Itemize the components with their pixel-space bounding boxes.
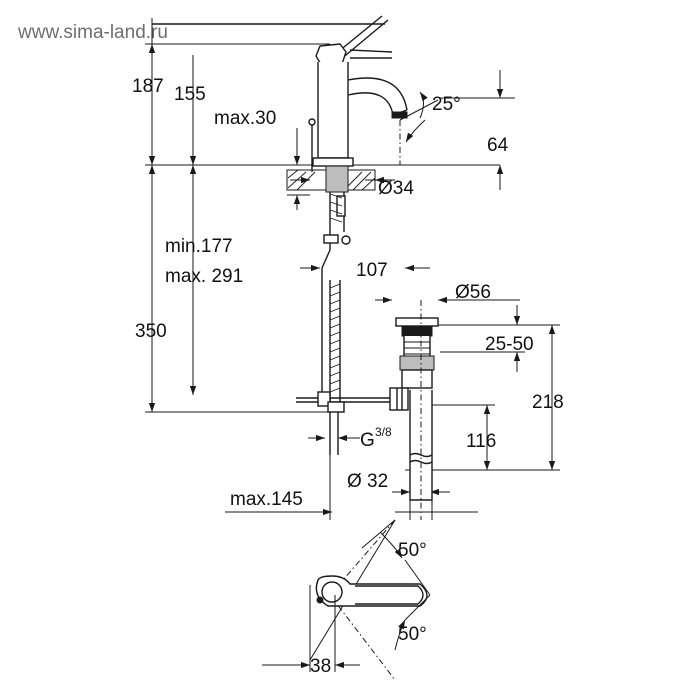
dim-min177: min.177 [165,236,233,257]
dimension-labels: 187 155 max.30 25° 64 Ø34 min.177 max. 2… [132,76,564,677]
dim-155: 155 [174,84,206,105]
vertical-dim-lines [148,18,556,470]
dim-38: 38 [310,656,331,677]
reference-lines [145,43,560,471]
dim-350: 350 [135,321,167,342]
dim-116: 116 [466,431,496,452]
dim-107: 107 [356,260,388,281]
dim-angle-50-bottom: 50° [398,624,427,645]
faucet-body [152,15,439,172]
dim-218: 218 [532,392,564,413]
dim-max30: max.30 [214,108,276,129]
dim-187: 187 [132,76,164,97]
watermark-text: www.sima-land.ru [17,22,168,43]
dim-25-50: 25-50 [485,334,534,355]
popup-drain [389,300,439,520]
dim-max291: max. 291 [165,266,243,287]
supply-hoses [296,193,398,520]
plan-view [309,519,431,681]
dim-g-thread: G [360,430,375,451]
dim-max145: max.145 [230,489,303,510]
dim-dia32: Ø 32 [347,471,388,492]
dim-angle-50-top: 50° [398,540,427,561]
dim-g-fraction: 3/8 [375,425,392,439]
dim-dia56: Ø56 [455,282,491,303]
countertop-section [286,165,376,232]
dim-dia34: Ø34 [378,178,414,199]
dim-angle-25: 25° [432,94,461,115]
dim-64: 64 [487,135,509,156]
